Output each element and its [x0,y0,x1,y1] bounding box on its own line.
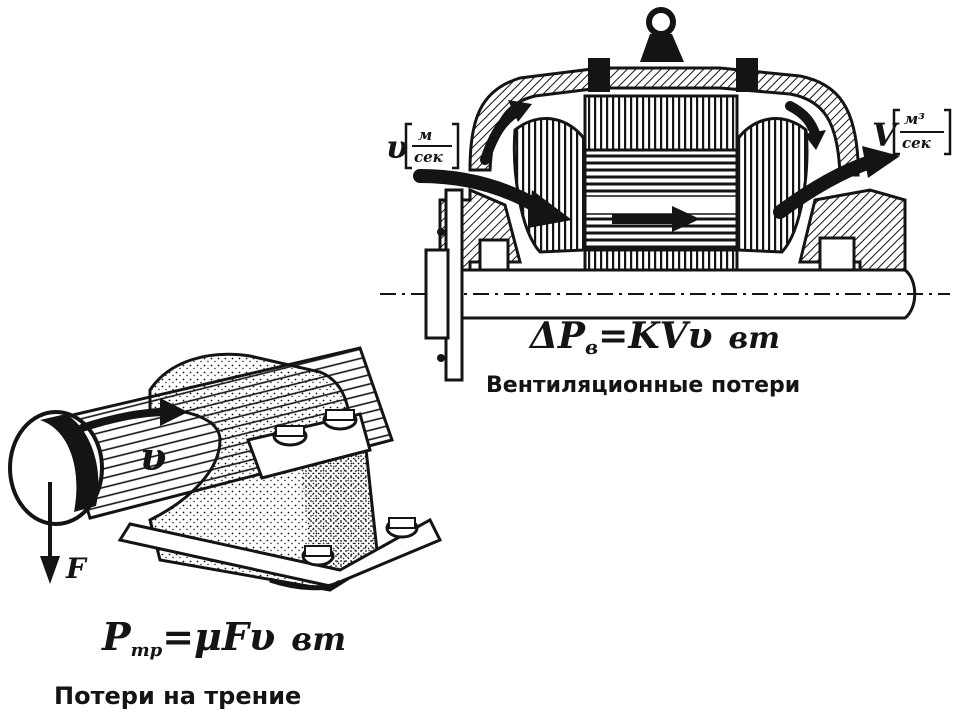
inlet-velocity-label: υ м сек [386,122,460,170]
bolt-2 [322,409,358,431]
inlet-velocity-unit-top: м [418,126,432,144]
end-winding-right [735,117,809,254]
outlet-flow-label: V м³ сек [872,108,952,156]
lifting-eye [646,7,676,37]
bolt-3 [385,517,419,539]
outlet-flow-symbol: V [872,116,900,154]
airflow-arrow-inlet [413,169,547,215]
friction-loss-caption: Потери на трение [54,682,301,710]
airflow-arrow-outlet [773,155,877,219]
cover-flange-right [736,58,758,92]
base-plate-edge [269,577,342,591]
bolt-4 [301,545,335,567]
outlet-flow-unit-bottom: сек [902,134,932,152]
shaft-end-shade [40,414,99,512]
bearing-left [478,238,510,272]
coupling-hub [424,248,450,340]
inlet-velocity-symbol: υ [386,128,408,166]
force-arrowhead [40,556,60,584]
rotation-arrow [78,408,172,432]
force-label: F [65,552,88,585]
airflow-arrowhead-inlet [528,190,572,228]
shaft [458,268,917,320]
end-winding-left [512,117,587,254]
airflow-arrowhead-core [672,206,700,232]
bolt-1 [272,425,308,447]
air-gap [584,195,738,215]
ventilation-loss-caption: Вентиляционные потери [486,373,800,398]
cover-flange-left [588,58,610,92]
shaft-velocity-label: υ [140,434,166,479]
outlet-flow-unit-top: м³ [904,110,925,128]
coupling-bolt-2 [437,354,445,362]
airflow-arrow-core [612,214,672,224]
airflow-arrowhead-up-left [508,100,532,122]
coupling-bolt-1 [437,228,445,236]
lifting-eye-base [640,34,684,62]
airflow-arrowhead-down-right [804,130,826,150]
bearing-right [818,236,856,272]
airflow-arrowhead-outlet [862,146,900,178]
rotation-arrowhead [160,398,188,426]
inlet-velocity-unit-bottom: сек [414,148,444,166]
